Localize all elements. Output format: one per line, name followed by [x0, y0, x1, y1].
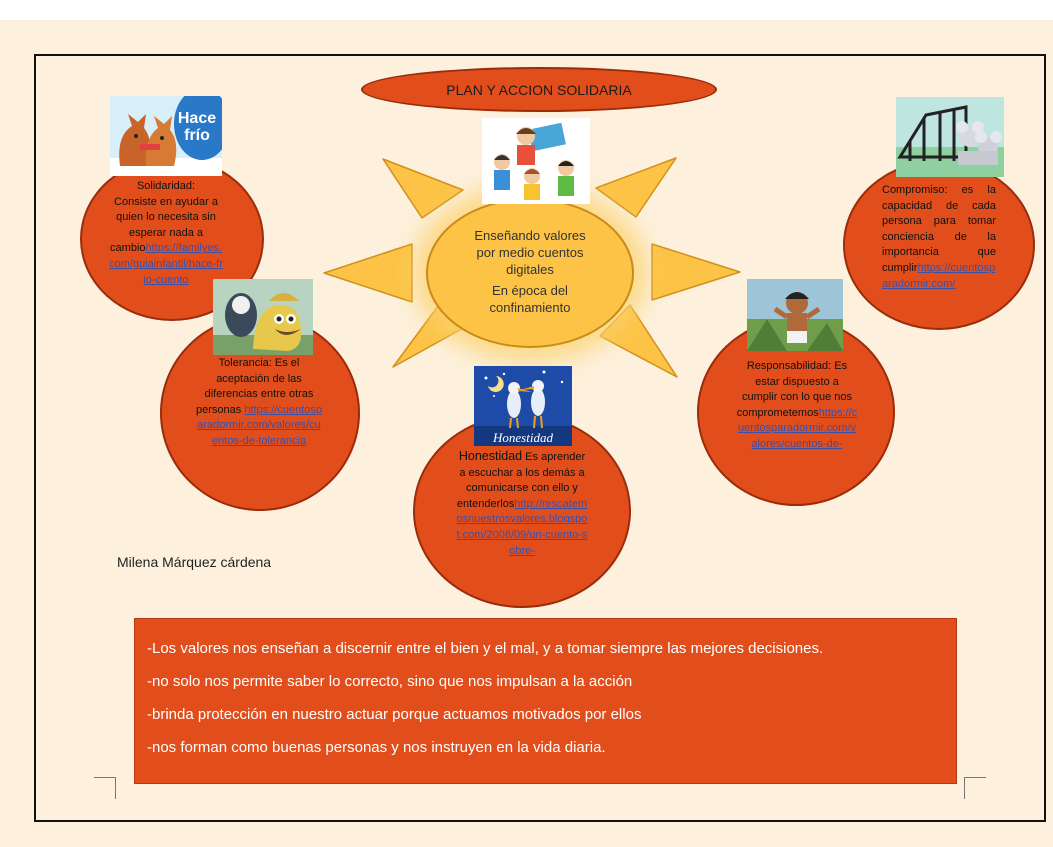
tolerancia-link[interactable]: https://cuentosparadormir.com/valores/cu…: [197, 403, 322, 447]
ray-bottom-right: [599, 304, 678, 378]
honestidad-circle: [413, 414, 631, 608]
author-name: Milena Márquez cárdena: [117, 554, 272, 570]
title-text: PLAN Y ACCION SOLIDARIA: [446, 81, 632, 98]
compromiso-image: [896, 97, 1004, 177]
page-frame: [34, 54, 1046, 822]
honestidad-image: Honestidad: [474, 366, 572, 446]
solidaridad-link[interactable]: https://familyes.com/guiainfantil/hace-f…: [109, 242, 223, 286]
solidaridad-heading: Solidaridad:: [136, 180, 196, 192]
conclusion-line: -nos forman como buenas personas y nos i…: [147, 739, 606, 756]
honestidad-description: Es aprender a escuchar a los demás a com…: [456, 451, 586, 510]
honestidad-link[interactable]: http://rescatemosnuestrosvalores.blogspo…: [456, 497, 588, 557]
center-line2: En época del confinamiento: [489, 282, 571, 315]
ray-left: [323, 243, 413, 303]
hace-frio-caption: Hace frío: [177, 110, 217, 144]
honestidad-caption: Honestidad: [493, 430, 553, 445]
ray-top-left: [382, 158, 464, 219]
tolerancia-text: Tolerancia: Es el aceptación de las dife…: [196, 356, 322, 466]
conclusions-box: -Los valores nos enseñan a discernir ent…: [134, 618, 957, 784]
conclusion-line: -Los valores nos enseñan a discernir ent…: [147, 640, 824, 657]
honestidad-heading: Honestidad: [458, 449, 523, 463]
title-banner: PLAN Y ACCION SOLIDARIA: [361, 67, 717, 112]
children-reading-image: [482, 118, 590, 204]
crop-mark-left: [94, 777, 116, 799]
compromiso-circle: [843, 160, 1035, 330]
tolerancia-image: [213, 279, 313, 355]
compromiso-text: Compromiso: es la capacidad de cada pers…: [882, 183, 996, 293]
center-sun: Enseñando valores por medio cuentos digi…: [426, 198, 634, 348]
ray-right: [651, 243, 741, 301]
tolerancia-description: Tolerancia: Es el aceptación de las dife…: [196, 357, 314, 416]
responsabilidad-description: Responsabilidad: Es estar dispuesto a cu…: [736, 360, 853, 419]
crop-mark-right: [964, 777, 986, 799]
ray-top-right: [595, 157, 677, 218]
solidaridad-text: Solidaridad: Consiste en ayudar a quien …: [108, 179, 224, 289]
compromiso-description: Compromiso: es la capacidad de cada pers…: [882, 184, 996, 274]
conclusion-line: -brinda protección en nuestro actuar por…: [147, 706, 642, 723]
responsabilidad-text: Responsabilidad: Es estar dispuesto a cu…: [736, 359, 858, 478]
hace-frio-image: Hace frío: [110, 96, 222, 176]
responsabilidad-link[interactable]: https://cuentosparadormir.com/valores/cu…: [738, 406, 858, 450]
solidaridad-circle: [80, 157, 264, 321]
responsabilidad-image: [747, 279, 843, 351]
center-line1: Enseñando valores por medio cuentos digi…: [474, 227, 586, 277]
conclusion-line: -no solo nos permite saber lo correcto, …: [147, 673, 633, 690]
solidaridad-description: Consiste en ayudar a quien lo necesita s…: [110, 195, 218, 255]
compromiso-link[interactable]: https://cuentosparadormir.com/: [882, 261, 996, 290]
honestidad-text: Honestidad Es aprender a escuchar a los …: [456, 449, 588, 575]
